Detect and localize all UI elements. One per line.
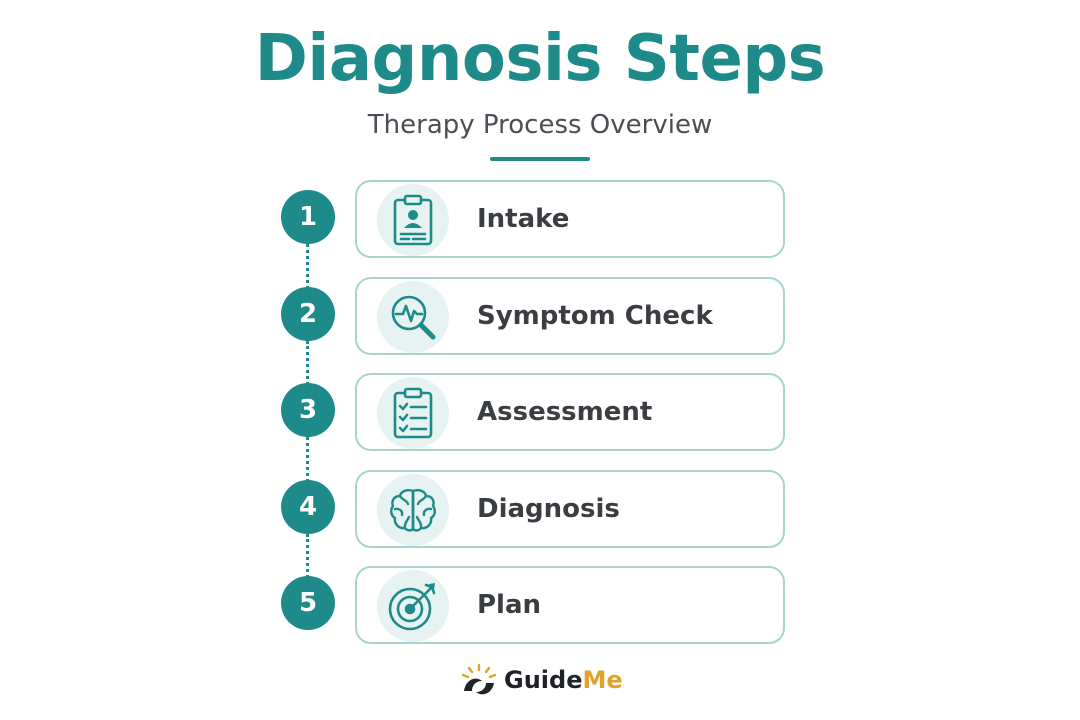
step-3-card: Assessment [355, 373, 785, 451]
step-2-label: Symptom Check [477, 301, 713, 331]
target-arrow-icon [377, 570, 449, 642]
step-1-label: Intake [477, 204, 570, 234]
clipboard-person-icon [377, 184, 449, 256]
step-3-label: Assessment [477, 397, 653, 427]
brand-footer: GuideMe [460, 660, 623, 700]
brand-name: Guide [504, 666, 583, 694]
step-connector [306, 437, 309, 482]
step-5-card: Plan [355, 566, 785, 644]
step-2-card: Symptom Check [355, 277, 785, 355]
step-1-number-badge: 1 [281, 190, 335, 244]
checklist-clipboard-icon [377, 377, 449, 449]
step-1-card: Intake [355, 180, 785, 258]
step-4-card: Diagnosis [355, 470, 785, 548]
step-connector [306, 534, 309, 578]
sunrise-logo-icon [460, 661, 498, 699]
step-5-label: Plan [477, 590, 542, 620]
step-connector [306, 244, 309, 289]
step-3-number-badge: 3 [281, 383, 335, 437]
step-4-number-badge: 4 [281, 480, 335, 534]
title-underline [490, 157, 590, 161]
brain-icon [377, 474, 449, 546]
magnifier-pulse-icon [377, 281, 449, 353]
step-4-label: Diagnosis [477, 494, 620, 524]
page-title: Diagnosis Steps [254, 22, 826, 96]
brand-name-accent: Me [582, 666, 623, 694]
step-2-number-badge: 2 [281, 287, 335, 341]
step-5-number-badge: 5 [281, 576, 335, 630]
step-connector [306, 341, 309, 385]
page-subtitle: Therapy Process Overview [367, 110, 713, 140]
